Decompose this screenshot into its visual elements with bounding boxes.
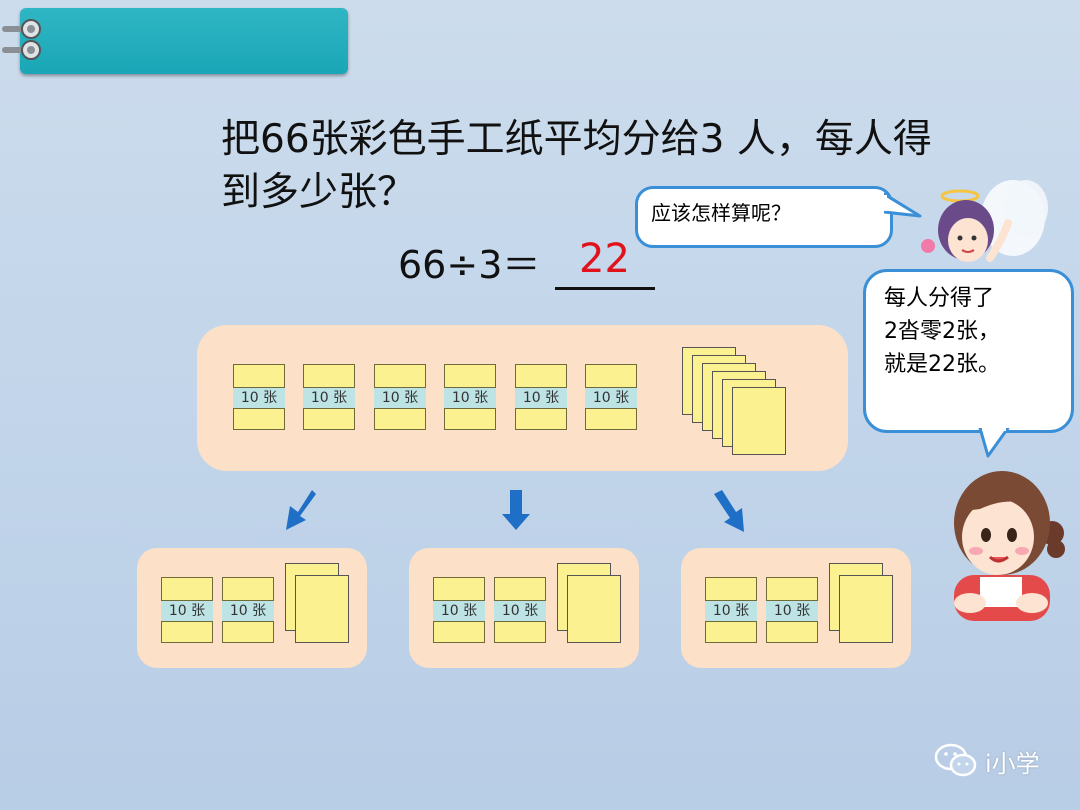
paper-bundle: 10 张 [766, 577, 818, 643]
bubble-tail [978, 428, 1018, 460]
bundle-label: 10 张 [222, 600, 274, 622]
paper-bundle: 10 张 [585, 364, 637, 430]
paper-bundle: 10 张 [222, 577, 274, 643]
equation: 66÷3＝ [398, 234, 540, 289]
loose-paper-sheet [295, 575, 349, 643]
angel-speech-text: 应该怎样算呢？ [651, 197, 791, 226]
paper-bundle: 10 张 [705, 577, 757, 643]
equation-answer: 22 [579, 236, 630, 282]
bundle-label: 10 张 [444, 387, 496, 409]
paper-bundle: 10 张 [444, 364, 496, 430]
bundle-label: 10 张 [494, 600, 546, 622]
binder-ring-icon [2, 38, 42, 64]
arrow-down-right-icon [700, 486, 760, 546]
paper-bundle: 10 张 [494, 577, 546, 643]
header-tab [20, 8, 348, 74]
paper-bundle: 10 张 [161, 577, 213, 643]
girl-speech-text: 每人分得了 2沓零2张， 就是22张。 [884, 282, 1000, 381]
bundle-label: 10 张 [233, 387, 285, 409]
paper-bundle: 10 张 [374, 364, 426, 430]
girl-character-illustration [940, 465, 1070, 625]
bundle-label: 10 张 [515, 387, 567, 409]
watermark-text: i小学 [985, 744, 1040, 779]
paper-bundle: 10 张 [515, 364, 567, 430]
arrow-down-left-icon [276, 486, 336, 546]
bundle-label: 10 张 [433, 600, 485, 622]
paper-bundle: 10 张 [303, 364, 355, 430]
bundle-label: 10 张 [705, 600, 757, 622]
answer-underline [555, 287, 655, 290]
arrow-down-icon [486, 486, 546, 546]
paper-bundle: 10 张 [233, 364, 285, 430]
angel-character-illustration [908, 178, 1058, 278]
bundle-label: 10 张 [374, 387, 426, 409]
loose-paper-sheet [732, 387, 786, 455]
loose-paper-sheet [567, 575, 621, 643]
loose-paper-sheet [839, 575, 893, 643]
paper-bundle: 10 张 [433, 577, 485, 643]
wechat-icon [934, 743, 978, 779]
bundle-label: 10 张 [585, 387, 637, 409]
bundle-label: 10 张 [303, 387, 355, 409]
bundle-label: 10 张 [766, 600, 818, 622]
bundle-label: 10 张 [161, 600, 213, 622]
